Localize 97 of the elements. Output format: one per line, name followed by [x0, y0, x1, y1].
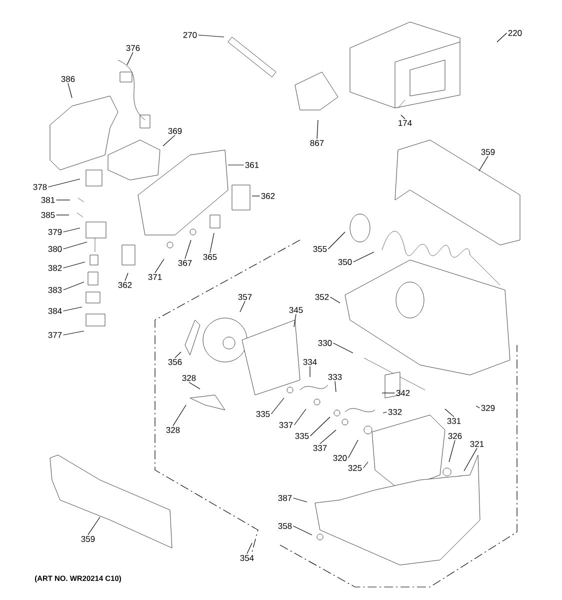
leader-line — [464, 448, 478, 472]
callout-number: 361 — [245, 162, 259, 168]
leader-line — [198, 34, 224, 38]
callout-number: 333 — [328, 374, 342, 380]
leader-line — [62, 228, 80, 232]
leader-line — [62, 242, 88, 250]
leader-line — [124, 272, 128, 282]
callout-number: 359 — [481, 149, 495, 155]
callout-number: 357 — [238, 294, 252, 300]
callout-number: 325 — [348, 465, 362, 471]
leader-line — [476, 406, 480, 408]
leader-line — [294, 314, 296, 328]
callout-number: 385 — [41, 212, 55, 218]
leader-line — [382, 392, 396, 394]
callout-number: 350 — [338, 259, 352, 265]
leader-line — [332, 342, 354, 354]
leader-line — [382, 412, 388, 414]
leader-line — [62, 330, 84, 336]
callout-number: 328 — [166, 427, 180, 433]
leader-line — [294, 408, 306, 426]
callout-number: 337 — [313, 445, 327, 451]
callout-number: 386 — [61, 76, 75, 82]
callout-number: 358 — [278, 523, 292, 529]
callout-number: 352 — [315, 294, 329, 300]
leader-line — [292, 526, 312, 536]
callout-number: 220 — [508, 30, 522, 36]
callout-number: 384 — [48, 308, 62, 314]
callout-number: 270 — [183, 32, 197, 38]
callout-number: 379 — [48, 229, 62, 235]
callout-number: 329 — [481, 405, 495, 411]
callout-number: 321 — [470, 441, 484, 447]
callout-number: 337 — [279, 422, 293, 428]
leader-line — [228, 164, 244, 166]
leader-line — [174, 352, 182, 358]
leader-line — [320, 430, 336, 444]
leader-line — [68, 82, 72, 98]
leader-line — [348, 440, 358, 458]
leader-line — [448, 440, 456, 462]
leader-line — [400, 114, 406, 120]
callout-number: 362 — [118, 282, 132, 288]
leader-line — [334, 380, 336, 392]
callout-number: 362 — [261, 193, 275, 199]
callout-number: 381 — [41, 197, 55, 203]
leader-line — [316, 120, 318, 140]
leader-line — [240, 300, 246, 312]
leader-line — [270, 398, 284, 414]
callout-number: 355 — [313, 246, 327, 252]
leader-line — [496, 32, 508, 42]
callout-number: 376 — [126, 45, 140, 51]
leader-line — [188, 382, 200, 390]
leader-line — [154, 258, 164, 274]
leader-line — [478, 156, 488, 172]
leader-line — [162, 134, 176, 146]
callout-number: 387 — [278, 495, 292, 501]
callout-number: 378 — [33, 184, 47, 190]
leader-line — [328, 232, 346, 250]
callout-number: 867 — [310, 140, 324, 146]
leader-line — [330, 296, 340, 304]
leader-line — [352, 252, 374, 262]
leader-line — [62, 262, 86, 268]
callout-number: 334 — [303, 359, 317, 365]
callout-number: 359 — [81, 536, 95, 542]
leader-line — [210, 232, 214, 254]
callout-number: 382 — [48, 265, 62, 271]
callout-number: 326 — [448, 433, 462, 439]
callout-number: 335 — [295, 433, 309, 439]
callout-number: 345 — [289, 307, 303, 313]
callout-number: 371 — [148, 274, 162, 280]
callout-number: 320 — [333, 455, 347, 461]
leader-line — [172, 404, 186, 426]
leader-line — [444, 408, 454, 418]
callout-number: 367 — [178, 260, 192, 266]
callout-number: 174 — [398, 120, 412, 126]
callout-number: 328 — [182, 375, 196, 381]
callout-number: 332 — [388, 409, 402, 415]
callout-number: 377 — [48, 332, 62, 338]
leader-line — [126, 52, 134, 66]
callout-number: 369 — [168, 128, 182, 134]
leader-line — [62, 282, 84, 290]
leader-line — [310, 416, 330, 436]
callout-number: 330 — [318, 340, 332, 346]
callout-number: 380 — [48, 246, 62, 252]
callout-number: 383 — [48, 287, 62, 293]
callout-number: 335 — [256, 411, 270, 417]
leader-line — [56, 214, 70, 216]
leader-line — [292, 498, 308, 502]
callout-number: 365 — [203, 254, 217, 260]
callout-number: 356 — [168, 359, 182, 365]
callout-number: 331 — [447, 418, 461, 424]
leader-line — [88, 516, 100, 536]
callout-number: 342 — [396, 390, 410, 396]
callout-number: 354 — [240, 555, 254, 561]
leader-line — [184, 240, 192, 260]
leader-line — [246, 542, 252, 554]
leader-line — [48, 178, 80, 188]
leader-line — [362, 462, 368, 468]
leader-line — [62, 306, 82, 312]
